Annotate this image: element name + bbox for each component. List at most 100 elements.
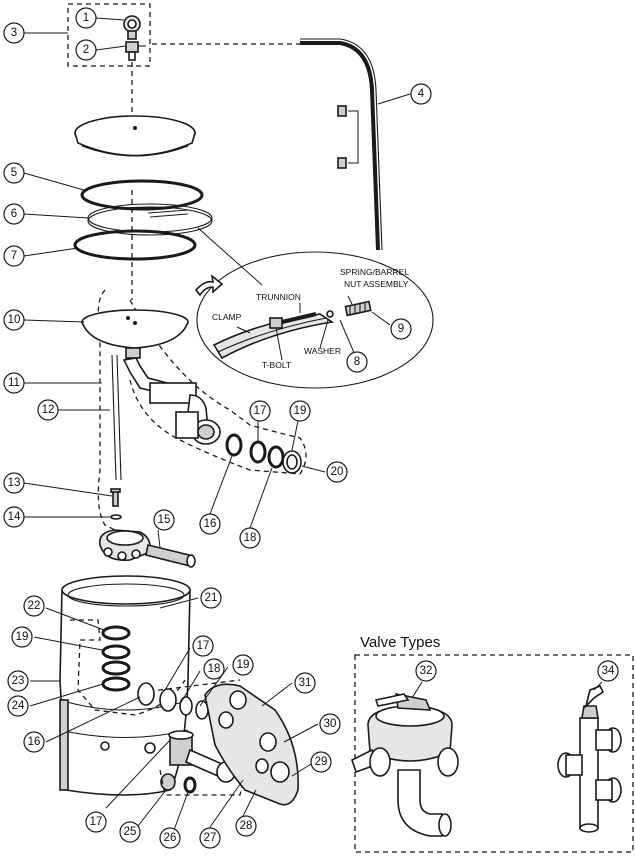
callout-34: 34 [597,660,619,682]
filter-tank [59,575,241,796]
clamp-detail: SPRING/BARREL NUT ASSEMBLY TRUNNION CLAM… [194,227,434,389]
callout-10-label: 10 [8,314,21,326]
filter-lid [74,115,196,157]
callout-19b: 19 [11,626,33,648]
flange-plate [204,683,299,806]
callout-15-label: 15 [158,514,171,526]
spring-barrel-label-1: SPRING/BARREL [340,267,409,277]
callout-21: 21 [200,587,222,609]
manifold-assembly [81,289,307,531]
coupling-fittings [225,433,302,474]
callout-12-label: 12 [42,404,55,416]
callout-24: 24 [7,695,29,717]
callout-34-label: 34 [602,665,615,677]
callout-22: 22 [23,595,45,617]
callout-18: 18 [239,527,261,549]
o-ring-7 [73,229,197,261]
callout-27: 27 [199,827,221,849]
callout-30: 30 [319,713,341,735]
callout-2: 2 [75,39,97,61]
t-bolt-label: T-BOLT [262,360,291,370]
callout-4-label: 4 [418,88,425,100]
callout-25: 25 [119,821,141,843]
callout-17: 17 [249,400,271,422]
callout-8: 8 [346,351,368,373]
spring-barrel-label-2: NUT ASSEMBLY [344,279,409,289]
callout-5: 5 [3,162,25,184]
callout-27-label: 27 [204,832,217,844]
clamp-label: CLAMP [212,312,242,322]
callout-19b-label: 19 [16,631,29,643]
callout-9: 9 [390,318,412,340]
callout-31: 31 [294,672,316,694]
callout-28: 28 [235,815,257,837]
callout-30-label: 30 [324,718,337,730]
callout-32-label: 32 [420,665,433,677]
callout-19: 19 [289,400,311,422]
o-ring-5 [80,179,204,211]
callout-5-label: 5 [11,167,17,179]
callout-12: 12 [37,399,59,421]
callout-16b-label: 16 [28,736,41,748]
callout-23-label: 23 [12,675,25,687]
callout-17-label: 17 [254,405,267,417]
callout-17c: 17 [85,811,107,833]
callout-16: 16 [199,513,221,535]
callout-10: 10 [3,309,25,331]
callout-leaders [23,17,603,831]
callout-16-label: 16 [204,518,217,530]
assembly-axis-lines [131,43,300,300]
callout-1: 1 [75,7,97,29]
callout-9-label: 9 [398,323,404,335]
callout-3: 3 [3,22,25,44]
callout-8-label: 8 [354,356,360,368]
valve-types-title: Valve Types [360,634,440,651]
callout-23: 23 [7,670,29,692]
callout-14: 14 [3,506,25,528]
gauge-assembly [67,3,151,67]
callout-24-label: 24 [12,700,25,712]
callout-18b-label: 18 [208,663,221,675]
callout-26-label: 26 [164,832,177,844]
callout-20-label: 20 [331,466,344,478]
washer-label: WASHER [304,346,341,356]
callout-6-label: 6 [11,208,17,220]
callout-17b: 17 [192,635,214,657]
callout-16b: 16 [23,731,45,753]
callout-22-label: 22 [28,600,41,612]
valve-types-panel: Valve Types [351,634,634,853]
callout-28-label: 28 [240,820,253,832]
callout-15: 15 [153,509,175,531]
callout-2-label: 2 [83,44,89,56]
callout-14-label: 14 [8,511,21,523]
air-relief-tube [300,38,383,251]
callout-11-label: 11 [8,377,20,389]
callout-32: 32 [415,660,437,682]
callout-31-label: 31 [299,677,312,689]
callout-17c-label: 17 [90,816,103,828]
callout-7-label: 7 [11,250,17,262]
callout-21-label: 21 [205,592,218,604]
callout-3-label: 3 [11,27,17,39]
callout-13: 13 [3,472,25,494]
callout-4: 4 [410,83,432,105]
callout-18-label: 18 [244,532,257,544]
lateral-hub [98,529,196,568]
callout-19-label: 19 [294,405,307,417]
callout-20: 20 [326,461,348,483]
callout-1-label: 1 [83,12,89,24]
trunnion-label: TRUNNION [256,292,301,302]
callout-29-label: 29 [315,756,328,768]
callout-18b: 18 [203,658,225,680]
callout-29: 29 [310,751,332,773]
callout-26: 26 [159,827,181,849]
callout-7: 7 [3,245,25,267]
callout-19c: 19 [232,654,254,676]
callout-11: 11 [3,372,25,394]
callout-25-label: 25 [124,826,137,838]
callout-19c-label: 19 [237,659,250,671]
callout-6: 6 [3,203,25,225]
callout-17b-label: 17 [197,640,210,652]
callout-13-label: 13 [8,477,21,489]
